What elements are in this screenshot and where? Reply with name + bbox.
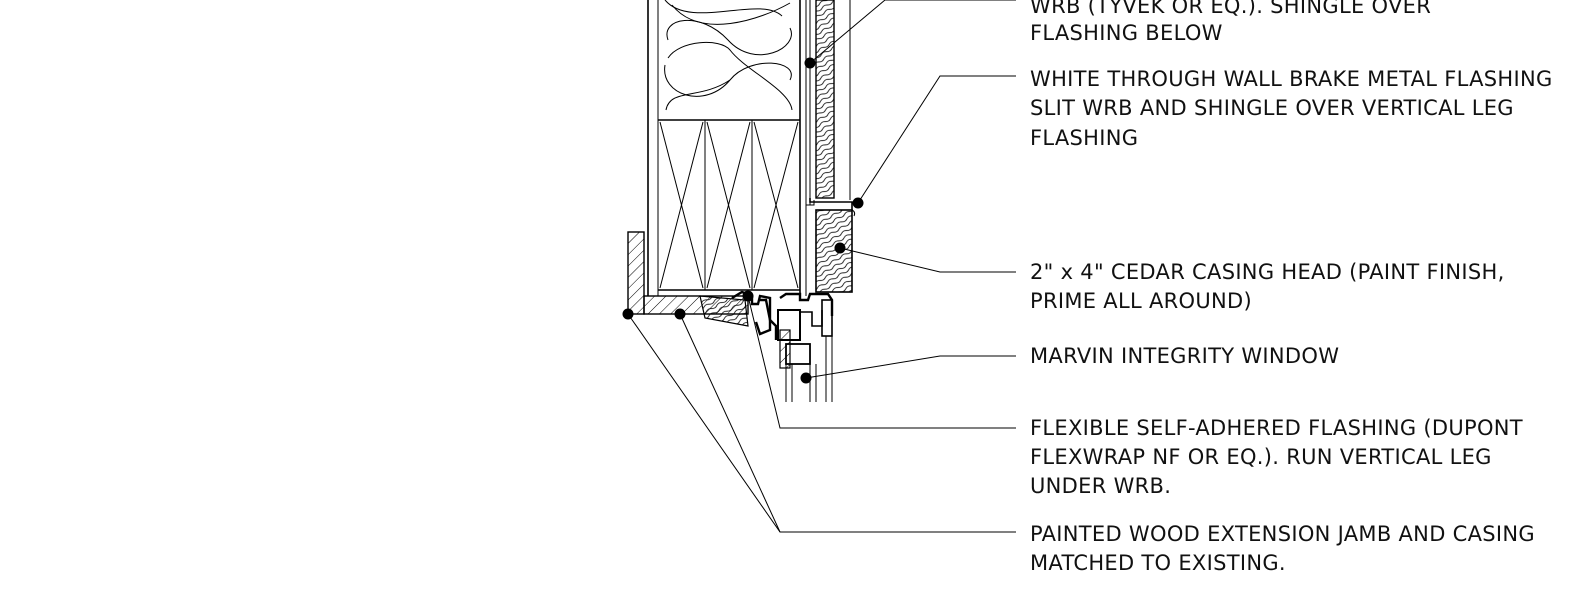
leader-lines: [627, 0, 1016, 533]
wood-header: [658, 119, 800, 291]
interior-casing: [627, 231, 749, 327]
callout-brake-metal-flashing: WHITE THROUGH WALL BRAKE METAL FLASHING …: [1030, 67, 1553, 150]
callout-casing-head: 2" x 4" CEDAR CASING HEAD (PAINT FINISH,…: [1030, 260, 1505, 313]
callout-brake-metal-line-3: FLASHING: [1030, 126, 1138, 150]
callout-flex-flashing-line-2: FLEXWRAP NF OR EQ.). RUN VERTICAL LEG: [1030, 445, 1492, 469]
callout-wrb: WRB (TYVEK OR EQ.). SHINGLE OVER FLASHIN…: [1030, 0, 1431, 45]
callout-flex-flashing-line-1: FLEXIBLE SELF-ADHERED FLASHING (DUPONT: [1030, 416, 1523, 440]
cedar-casing-head: [815, 209, 853, 293]
callout-extension-jamb-line-1: PAINTED WOOD EXTENSION JAMB AND CASING: [1030, 522, 1535, 546]
callout-brake-metal-line-2: SLIT WRB AND SHINGLE OVER VERTICAL LEG: [1030, 96, 1514, 120]
callout-window: MARVIN INTEGRITY WINDOW: [1030, 344, 1339, 368]
callout-flex-flashing-line-3: UNDER WRB.: [1030, 474, 1171, 498]
callout-wrb-line-1: WRB (TYVEK OR EQ.). SHINGLE OVER: [1030, 0, 1431, 18]
callout-casing-head-line-2: PRIME ALL AROUND): [1030, 289, 1252, 313]
window-frame-profile: [731, 290, 834, 402]
wall-assembly: [627, 0, 856, 402]
callout-window-line-1: MARVIN INTEGRITY WINDOW: [1030, 344, 1339, 368]
callout-flex-flashing: FLEXIBLE SELF-ADHERED FLASHING (DUPONT F…: [1030, 416, 1523, 498]
callout-extension-jamb: PAINTED WOOD EXTENSION JAMB AND CASING M…: [1030, 522, 1535, 575]
callout-casing-head-line-1: 2" x 4" CEDAR CASING HEAD (PAINT FINISH,: [1030, 260, 1505, 284]
leader-dots: [622, 57, 864, 384]
callout-extension-jamb-line-2: MATCHED TO EXISTING.: [1030, 551, 1286, 575]
callout-brake-metal-line-1: WHITE THROUGH WALL BRAKE METAL FLASHING: [1030, 67, 1553, 91]
batt-insulation: [664, 0, 793, 111]
exterior-siding: [815, 0, 851, 200]
callout-wrb-line-2: FLASHING BELOW: [1030, 21, 1223, 45]
